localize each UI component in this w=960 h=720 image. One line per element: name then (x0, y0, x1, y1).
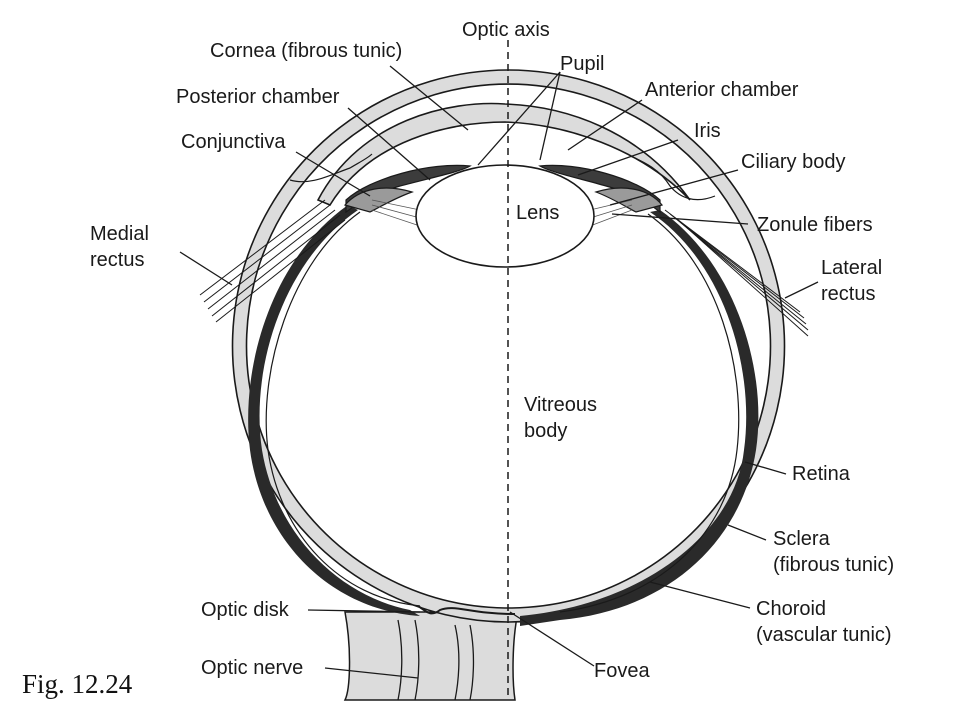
conjunctiva-label: Conjunctiva (181, 131, 286, 153)
pupil-label: Pupil (560, 53, 604, 75)
conjunctiva-shape (289, 153, 373, 183)
posterior-chamber-label: Posterior chamber (176, 86, 340, 108)
ciliary-body-left (343, 187, 414, 213)
optic-nerve-shape (343, 611, 519, 701)
lateral-rectus-label: Lateral (821, 257, 882, 279)
choroid-shape (520, 210, 759, 626)
figure-label: Fig. 12.24 (22, 669, 133, 699)
sclera-label: Sclera (773, 528, 831, 550)
leader-lines (179, 65, 819, 679)
retina-label: Retina (792, 463, 851, 485)
cornea-label: Cornea (fibrous tunic) (210, 40, 402, 62)
zonule-fibers (371, 199, 633, 227)
retina-line (265, 211, 421, 607)
medial-rectus-muscle (199, 199, 346, 323)
iris-label: Iris (694, 120, 721, 142)
optic-nerve-label: Optic nerve (201, 657, 303, 679)
zonule-fibers-label: Zonule fibers (757, 214, 873, 236)
anterior-chamber-label: Anterior chamber (645, 79, 799, 101)
cornea-shape (316, 102, 691, 207)
vitreous-body-label: Vitreous (524, 394, 597, 416)
medial-rectus-label: Medial (90, 223, 149, 245)
ciliary-body-label: Ciliary body (741, 151, 845, 173)
lens-label: Lens (516, 202, 559, 224)
sclera-label: (fibrous tunic) (773, 554, 894, 576)
medial-rectus-label: rectus (90, 249, 144, 271)
lateral-rectus-label: rectus (821, 283, 875, 305)
optic-disk-label: Optic disk (201, 599, 290, 621)
fovea-label: Fovea (594, 660, 650, 682)
retina-line (559, 213, 740, 613)
conjunctiva-shape (629, 155, 716, 201)
choroid-label: Choroid (756, 598, 826, 620)
lens-shape (415, 164, 595, 268)
lateral-rectus-muscle (664, 209, 809, 337)
optic-axis-label: Optic axis (462, 19, 550, 41)
optic-nerve-vessel (397, 619, 420, 701)
optic-disk-shape (417, 605, 516, 615)
vitreous-body-label: body (524, 420, 567, 442)
optic-nerve-vessel (454, 624, 475, 701)
choroid-label: (vascular tunic) (756, 624, 892, 646)
